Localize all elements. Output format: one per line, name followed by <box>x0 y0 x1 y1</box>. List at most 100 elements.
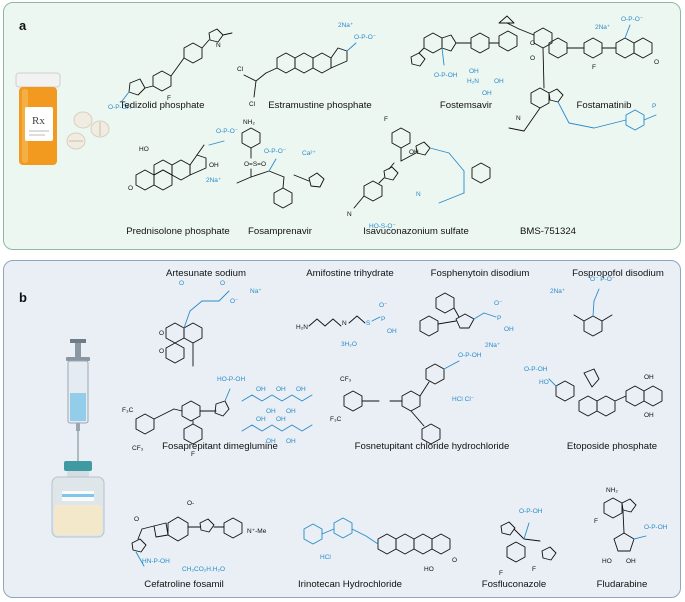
svg-text:O: O <box>179 280 184 287</box>
svg-text:OH: OH <box>494 78 504 85</box>
svg-text:O-P-OH: O-P-OH <box>434 72 458 79</box>
structure-fosfluconazole: O-P-OH F F <box>499 508 557 577</box>
svg-text:O-P-OH: O-P-OH <box>524 366 548 373</box>
rx-label: Rx <box>32 115 45 127</box>
svg-text:HO-S-O⁻: HO-S-O⁻ <box>369 223 396 230</box>
structure-isavuconazonium: N N HO-S-O⁻ F OH <box>347 116 491 230</box>
svg-text:O-P-OH: O-P-OH <box>644 524 668 531</box>
svg-text:OH: OH <box>256 386 266 393</box>
svg-text:O: O <box>654 59 659 66</box>
svg-text:O-P-O⁻: O-P-O⁻ <box>264 148 287 155</box>
structure-fosphenytoin: O⁻ P OH 2Na⁺ <box>419 292 514 349</box>
svg-text:O⁻: O⁻ <box>230 298 239 305</box>
caption-fostemsavir: Fostemsavir <box>439 100 493 111</box>
tablet-icons <box>66 111 110 150</box>
svg-text:F: F <box>384 116 388 123</box>
svg-text:OH: OH <box>286 408 296 415</box>
svg-text:O: O <box>159 330 164 337</box>
svg-text:HCl Cl⁻: HCl Cl⁻ <box>452 396 475 403</box>
svg-text:HO: HO <box>139 146 149 153</box>
caption-fostamatinib: Fostamatinib <box>576 100 632 111</box>
svg-text:OH: OH <box>266 438 276 445</box>
panel-b-structures: O O O⁻ O O Na⁺ H₂N N S O⁻ P OH 3H₂O <box>51 276 668 577</box>
caption-fludarabine: Fludarabine <box>596 579 648 590</box>
svg-text:F: F <box>167 95 171 102</box>
svg-text:OH: OH <box>504 326 514 333</box>
vial-icon <box>51 461 105 538</box>
structure-fosaprepitant: HO-P-OH F₃C CF₃ F <box>122 376 245 458</box>
svg-text:HO: HO <box>602 558 612 565</box>
svg-text:O-: O- <box>187 500 194 507</box>
caption-etoposide: Etoposide phosphate <box>566 441 658 452</box>
structure-cefatroline: HN-P-OH CH₃CO₂H.H₂O O- N⁺-Me O <box>131 500 267 573</box>
svg-text:Na⁺: Na⁺ <box>250 288 262 295</box>
svg-text:OH: OH <box>626 558 636 565</box>
panel-letter-b: b <box>19 290 27 305</box>
caption-fosfluconazole: Fosfluconazole <box>481 579 547 590</box>
svg-text:O: O <box>128 185 133 192</box>
svg-text:OH: OH <box>469 68 479 75</box>
svg-text:O⁻ P-O⁻: O⁻ P-O⁻ <box>590 276 616 283</box>
svg-text:F: F <box>532 566 536 573</box>
svg-text:O-P-OH: O-P-OH <box>458 352 482 359</box>
svg-text:3H₂O: 3H₂O <box>341 341 357 348</box>
svg-text:OH: OH <box>409 149 419 156</box>
svg-text:N: N <box>516 115 521 122</box>
svg-text:OH: OH <box>482 90 492 97</box>
structure-tedizolid: O-P-OH F N <box>108 28 233 111</box>
svg-text:O: O <box>530 40 535 47</box>
panel-letter-a: a <box>19 18 27 33</box>
svg-text:O-P-OH: O-P-OH <box>519 508 543 515</box>
caption-fosphenytoin: Fosphenytoin disodium <box>430 268 530 279</box>
svg-text:F: F <box>592 64 596 71</box>
structure-fludarabine: O-P-OH NH₂ F HO OH <box>594 487 668 565</box>
svg-text:OH: OH <box>644 412 654 419</box>
svg-text:Ca²⁺: Ca²⁺ <box>302 150 316 157</box>
svg-text:OH: OH <box>266 408 276 415</box>
svg-text:O: O <box>220 280 225 287</box>
svg-text:O-P-O⁻: O-P-O⁻ <box>216 128 239 135</box>
svg-text:F: F <box>191 451 195 458</box>
caption-cefatroline: Cefatroline fosamil <box>144 579 224 590</box>
panel-a-structures: Rx O-P-OH F N <box>15 15 659 230</box>
structure-fostamatinib: 2Na⁺ O-P-O⁻ O O F O <box>530 16 659 71</box>
svg-text:2Na⁺: 2Na⁺ <box>550 288 566 295</box>
svg-text:OH: OH <box>276 416 286 423</box>
caption-isavuconazonium: Isavuconazonium sulfate <box>363 226 469 237</box>
structure-fosamprenavir: NH₂ O=S=O O-P-O⁻ Ca²⁺ <box>236 119 325 209</box>
svg-text:HN-P-OH: HN-P-OH <box>142 558 170 565</box>
structure-fostemsavir: O-P-OH OH H₂N OH OH <box>410 30 518 97</box>
svg-text:OH: OH <box>644 374 654 381</box>
svg-text:O: O <box>452 557 457 564</box>
panel-a-oral-prodrugs: a Rx O-P <box>3 2 681 250</box>
structure-meglumine: OH OH OH OH OH OH OH OH OH <box>241 386 313 445</box>
caption-fosamprenavir: Fosamprenavir <box>248 226 312 237</box>
caption-prednisolone: Prednisolone phosphate <box>126 226 230 237</box>
structure-fospropofol: O⁻ P-O⁻ 2Na⁺ <box>550 276 616 337</box>
structure-artesunate: O O O⁻ O O Na⁺ <box>159 280 262 367</box>
svg-text:O-P-O⁻: O-P-O⁻ <box>621 16 644 23</box>
caption-tedizolid: Tedizolid phosphate <box>119 100 205 111</box>
svg-text:O: O <box>134 516 139 523</box>
svg-text:F₃C: F₃C <box>330 416 342 423</box>
caption-fosaprepitant: Fosaprepitant dimeglumine <box>162 441 278 452</box>
svg-text:2Na⁺: 2Na⁺ <box>338 22 354 29</box>
svg-text:O-P-OH: O-P-OH <box>108 104 132 111</box>
structure-prednisolone: O-P-O⁻ 2Na⁺ O HO OH <box>128 128 239 192</box>
svg-text:O: O <box>159 348 164 355</box>
svg-text:Cl: Cl <box>237 66 244 73</box>
svg-text:CH₃CO₂H.H₂O: CH₃CO₂H.H₂O <box>182 566 225 573</box>
svg-text:OH: OH <box>387 328 397 335</box>
svg-text:N: N <box>342 320 347 327</box>
svg-text:O⁻: O⁻ <box>379 302 388 309</box>
syringe-icon <box>66 339 90 465</box>
caption-fospropofol: Fospropofol disodium <box>572 268 664 279</box>
svg-text:F₃C: F₃C <box>122 407 134 414</box>
caption-artesunate: Artesunate sodium <box>166 268 246 279</box>
structure-fosnetupitant: O-P-OH HCl Cl⁻ CF₃ F₃C <box>330 352 482 445</box>
svg-text:HO: HO <box>539 379 549 386</box>
svg-text:O-P-O⁻: O-P-O⁻ <box>354 34 377 41</box>
svg-text:HO: HO <box>424 566 434 573</box>
panel-b-injectable-prodrugs: b O <box>3 260 681 598</box>
svg-text:O=S=O: O=S=O <box>244 161 266 168</box>
